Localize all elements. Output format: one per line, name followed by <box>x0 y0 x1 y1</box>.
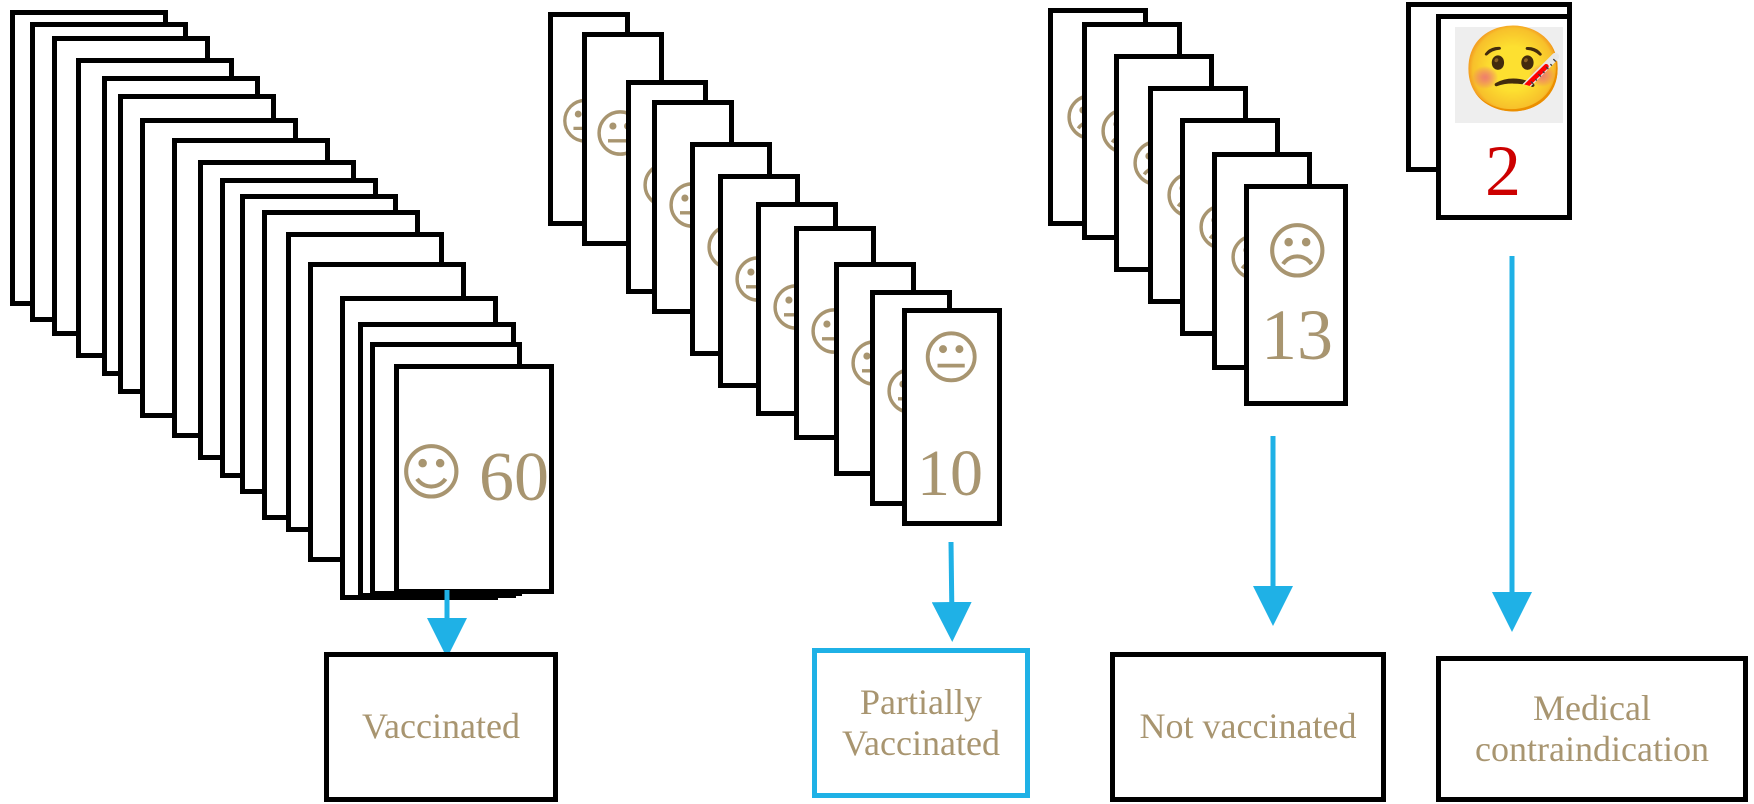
partially-vaccinated-count: 10 <box>917 437 983 510</box>
face-with-thermometer-icon-bg: 🤒 <box>1455 20 1566 123</box>
partially-vaccinated-label-line2: Vaccinated <box>842 723 1000 763</box>
not-vaccinated-front-card: ☹ 13 <box>1244 184 1348 406</box>
not-vaccinated-count: 13 <box>1261 295 1333 375</box>
medical-count: 2 <box>1485 131 1521 211</box>
medical-contraindication-label: Medical contraindication <box>1475 688 1709 771</box>
vaccinated-label-box: Vaccinated <box>324 652 558 802</box>
partially-vaccinated-label-box: Partially Vaccinated <box>812 648 1030 798</box>
smiling-face-icon: ☺ <box>399 436 464 509</box>
frowning-face-icon: ☹ <box>1265 215 1330 288</box>
partially-front-card: 😐 10 <box>902 308 1002 526</box>
medical-contraindication-label-line1: Medical <box>1533 687 1651 728</box>
face-with-thermometer-icon: 🤒 <box>1461 20 1566 118</box>
neutral-face-icon: 😐 <box>921 324 982 392</box>
vaccinated-front-card: ☺ 60 <box>394 364 554 594</box>
not-vaccinated-label: Not vaccinated <box>1139 706 1357 747</box>
partially-vaccinated-label: Partially Vaccinated <box>842 682 1000 765</box>
not-vaccinated-label-box: Not vaccinated <box>1110 652 1386 802</box>
partially-vaccinated-label-line1: Partially <box>860 681 982 722</box>
vaccinated-label: Vaccinated <box>362 706 520 747</box>
vaccinated-count: 60 <box>479 439 549 516</box>
medical-contraindication-label-box: Medical contraindication <box>1436 656 1748 802</box>
medical-contraindication-label-line2: contraindication <box>1475 729 1709 769</box>
arrow-partially-vaccinated <box>931 541 972 642</box>
medical-front-card: 🤒 2 <box>1436 14 1572 220</box>
